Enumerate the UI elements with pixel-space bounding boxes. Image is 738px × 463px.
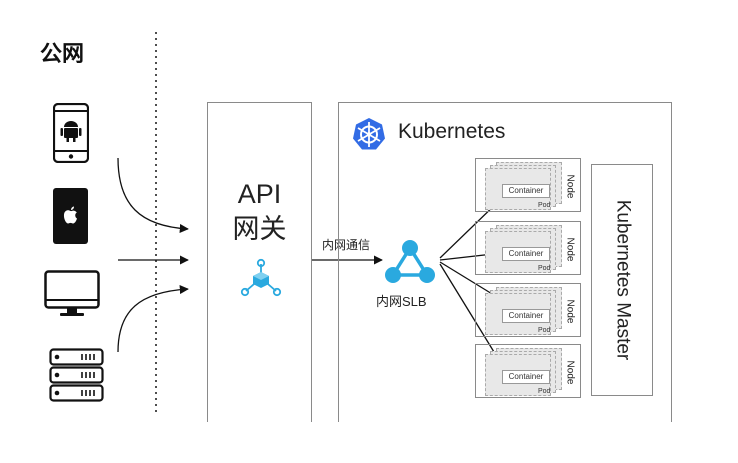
node-card: Container Pod Node	[475, 158, 581, 212]
node-label-wrap: Node	[562, 345, 578, 399]
android-phone-icon	[53, 103, 89, 163]
api-gateway-title-line2: 网关	[232, 214, 287, 244]
pod-front: Container Pod	[485, 168, 551, 210]
node-label-wrap: Node	[562, 159, 578, 213]
pod-label: Pod	[538, 265, 551, 272]
public-network-label: 公网	[40, 41, 85, 66]
node-label: Node	[564, 174, 576, 198]
node-label: Node	[564, 237, 576, 261]
node-card: Container Pod Node	[475, 283, 581, 337]
gateway-icon	[240, 258, 282, 297]
pod-front: Container Pod	[485, 354, 551, 396]
container-label: Container	[502, 309, 550, 323]
apple-device-icon	[53, 188, 88, 244]
kubernetes-helm-icon	[353, 118, 385, 150]
pod-label: Pod	[538, 327, 551, 334]
pod-label: Pod	[538, 202, 551, 209]
container-label: Container	[502, 184, 550, 198]
slb-label: 内网SLB	[376, 294, 427, 309]
node-label: Node	[564, 299, 576, 323]
pod-front: Container Pod	[485, 231, 551, 273]
monitor-icon	[44, 270, 100, 316]
api-gateway-title: API 网关	[207, 177, 312, 247]
pod-label: Pod	[538, 388, 551, 395]
api-gateway-box	[207, 102, 312, 422]
node-label-wrap: Node	[562, 222, 578, 276]
api-gateway-title-line1: API	[237, 179, 282, 209]
kubernetes-master-label: Kubernetes Master	[612, 199, 633, 361]
container-label: Container	[502, 370, 550, 384]
node-card: Container Pod Node	[475, 221, 581, 275]
client-arrow-3	[117, 284, 189, 353]
node-label-wrap: Node	[562, 284, 578, 338]
slb-icon	[385, 240, 435, 283]
container-label: Container	[502, 247, 550, 261]
kubernetes-master-label-wrap: Kubernetes Master	[591, 164, 653, 396]
slb-to-node-4	[439, 263, 503, 366]
internal-comm-label: 内网通信	[322, 238, 371, 252]
node-label: Node	[564, 360, 576, 384]
kubernetes-cluster-box	[338, 102, 672, 422]
pod-front: Container Pod	[485, 293, 551, 335]
client-arrow-1	[117, 157, 189, 234]
kubernetes-master-box	[591, 164, 653, 396]
node-card: Container Pod Node	[475, 344, 581, 398]
server-icon	[49, 348, 104, 402]
kubernetes-title: Kubernetes	[398, 120, 506, 143]
